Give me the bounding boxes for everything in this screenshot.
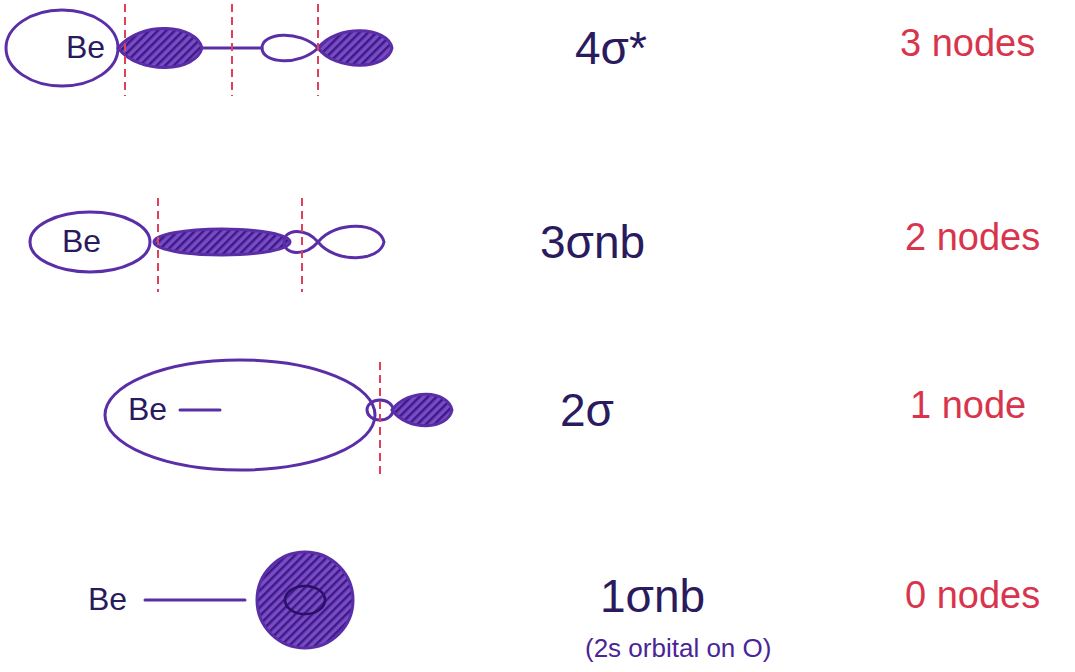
orbital-label: 3σnb xyxy=(540,217,645,268)
be-s-lobe xyxy=(6,10,118,86)
be-p-lobe-filled xyxy=(118,28,202,67)
nodal-plane xyxy=(157,198,159,292)
nodal-plane xyxy=(317,4,319,96)
o-s-inner-ring xyxy=(285,586,325,614)
node-count: 0 nodes xyxy=(905,575,1040,617)
atom-label: Be xyxy=(88,582,127,617)
be-s-lobe xyxy=(30,212,150,272)
orbital-label: 1σnb xyxy=(600,571,705,622)
atom-label: Be xyxy=(62,224,101,259)
o-s-orbital-filled xyxy=(257,552,353,648)
nodal-plane xyxy=(231,4,233,96)
nodal-plane xyxy=(301,198,303,292)
o-p-lobe-open xyxy=(318,226,384,258)
atom-label: Be xyxy=(66,30,105,65)
bond-line xyxy=(145,599,245,602)
o-p-lobe-open xyxy=(262,35,318,61)
be-large-lobe xyxy=(105,360,375,470)
orbital-label: 2σ xyxy=(560,385,614,436)
node-count: 2 nodes xyxy=(905,217,1040,259)
bond-line xyxy=(180,409,220,412)
nodal-plane xyxy=(124,4,126,96)
atom-label: Be xyxy=(128,392,167,427)
o-p-lobe-filled xyxy=(318,31,392,66)
orbital-label: 4σ* xyxy=(575,23,647,74)
node-count: 3 nodes xyxy=(900,23,1035,65)
nodal-plane xyxy=(379,362,381,478)
note: (2s orbital on O) xyxy=(585,634,771,663)
o-p-lobe-filled xyxy=(392,394,452,426)
node-count: 1 node xyxy=(910,385,1026,427)
central-lobe-filled xyxy=(154,229,290,255)
